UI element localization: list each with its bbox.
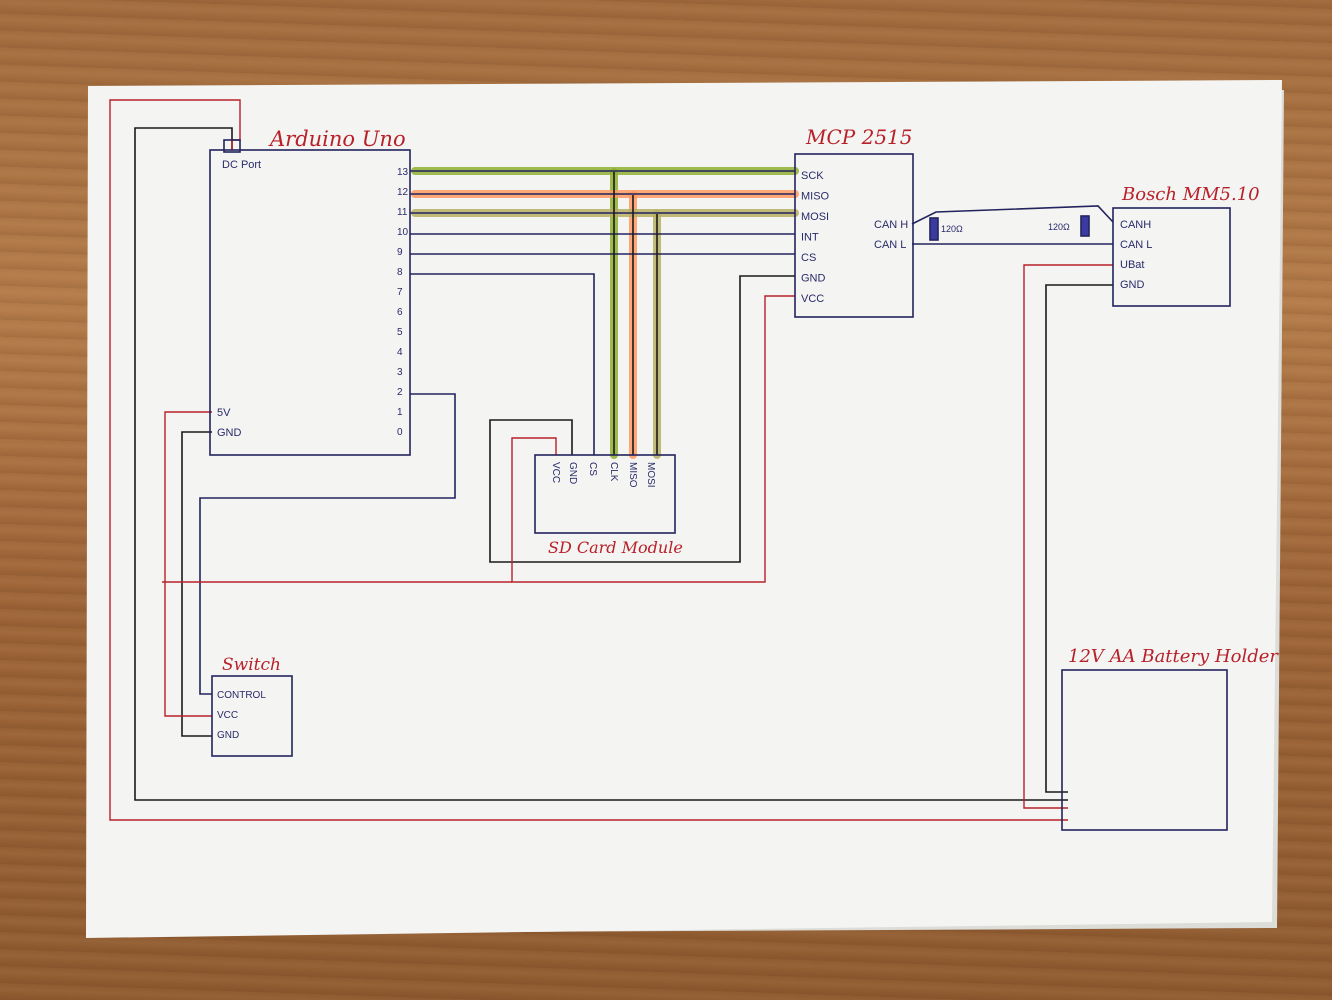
arduino-gnd-label: GND (217, 427, 242, 439)
component-boxes (209, 139, 1231, 831)
sd-card-box (534, 454, 676, 534)
mcp-canh-label: CAN H (874, 219, 908, 231)
arduino-pin-label: 7 (397, 287, 403, 298)
wire-sd-gnd-mcp-gnd (489, 275, 795, 563)
sd-pin-label: MOSI (645, 462, 656, 488)
sd-card-pins: VCC GND CS CLK MISO MOSI (550, 462, 656, 488)
mcp-pin-label: GND (801, 273, 826, 285)
bosch-box (1112, 207, 1231, 307)
arduino-box (209, 149, 411, 456)
sd-pin-label: VCC (550, 462, 561, 483)
switch-box (211, 675, 293, 757)
sd-pin-label: MISO (627, 462, 638, 488)
sd-pin-label: GND (567, 462, 578, 484)
can-bus-wires (911, 205, 1114, 245)
resistor-right-label: 120Ω (1048, 222, 1070, 232)
sd-pin-label: CS (587, 462, 598, 476)
arduino-pin-label: 2 (397, 387, 403, 398)
battery-title: 12V AA Battery Holder (1068, 646, 1279, 667)
sd-pin-label: CLK (608, 462, 619, 482)
wire-can-h (911, 205, 1114, 225)
mcp2515-box (794, 153, 914, 318)
dc-port-icon (223, 139, 241, 153)
mcp-canl-label: CAN L (874, 239, 906, 251)
arduino-pin-label: 4 (397, 347, 403, 358)
wire-5v-switch-vcc (164, 411, 212, 717)
wire-bosch-gnd-battery (1045, 284, 1113, 793)
bosch-pin-label: UBat (1120, 259, 1144, 271)
resistor-left-label: 120Ω (941, 224, 963, 234)
switch-title: Switch (222, 655, 281, 675)
wire-ubat-battery (1023, 264, 1113, 809)
arduino-pin-label: 9 (397, 247, 403, 258)
bosch-pin-label: CAN L (1120, 239, 1152, 251)
resistor-left-icon (929, 217, 939, 241)
arduino-pin-label: 13 (397, 167, 409, 178)
mcp-pin-label: SCK (801, 170, 824, 182)
switch-pins: CONTROL VCC GND (217, 690, 266, 741)
mcp-pin-label: INT (801, 232, 819, 244)
arduino-pin-label: 5 (397, 327, 403, 338)
bosch-pin-label: GND (1120, 279, 1145, 291)
wire-d2-switch-control (199, 393, 456, 695)
wire-dc-gnd-return (134, 127, 1068, 801)
arduino-pin-label: 6 (397, 307, 403, 318)
arduino-pin-label: 1 (397, 407, 403, 418)
wire-d8-sd-cs (410, 273, 595, 455)
resistor-right-icon (1080, 215, 1090, 237)
switch-pin-label: CONTROL (217, 690, 266, 701)
bosch-title: Bosch MM5.10 (1121, 184, 1260, 205)
arduino-pin-label: 12 (397, 187, 409, 198)
arduino-dc-port-label: DC Port (222, 159, 261, 171)
arduino-pin-label: 8 (397, 267, 403, 278)
mcp-pin-label: MISO (801, 191, 830, 203)
switch-pin-label: VCC (217, 710, 238, 721)
arduino-5v-label: 5V (217, 407, 231, 419)
mcp2515-title: MCP 2515 (805, 125, 913, 149)
bosch-pin-label: CANH (1120, 219, 1151, 231)
arduino-pin-label: 3 (397, 367, 403, 378)
sd-card-title: SD Card Module (548, 538, 683, 557)
mcp-pin-label: VCC (801, 293, 824, 305)
signal-wires (199, 170, 795, 695)
wire-arduino-gnd-switch (181, 431, 212, 737)
mcp-pin-label: MOSI (801, 211, 829, 223)
arduino-pin-label: 11 (397, 207, 408, 218)
battery-box (1061, 669, 1228, 831)
mcp-pin-label: CS (801, 252, 816, 264)
ground-wires (134, 127, 1113, 801)
mcp2515-pins: SCK MISO MOSI INT CS GND VCC (801, 170, 830, 305)
switch-pin-label: GND (217, 730, 239, 741)
arduino-pin-label: 10 (397, 227, 409, 238)
paper-sheet (86, 80, 1282, 938)
arduino-pin-label: 0 (397, 427, 403, 438)
arduino-title: Arduino Uno (268, 127, 406, 151)
